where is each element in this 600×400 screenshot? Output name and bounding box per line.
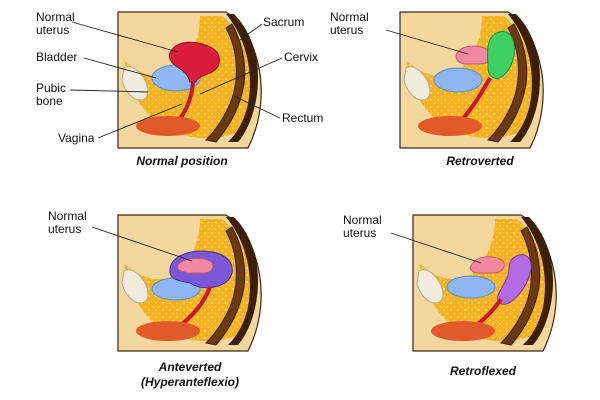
label-sacrum: Sacrum xyxy=(263,15,304,29)
sacrum xyxy=(521,217,553,345)
perineum xyxy=(136,321,200,341)
uterus-retroverted xyxy=(487,31,515,79)
bladder xyxy=(446,275,496,299)
rectum xyxy=(499,226,541,346)
rectum xyxy=(204,226,246,346)
uterus-normal-reference xyxy=(469,256,505,274)
sacrum xyxy=(226,14,258,142)
leader-line xyxy=(91,226,193,262)
uterus xyxy=(168,41,220,83)
pubic-bone xyxy=(121,269,149,304)
label-cervix: Cervix xyxy=(284,50,318,64)
pubic-bone xyxy=(416,269,444,304)
leader-lines xyxy=(69,21,283,139)
caption-retroverted: Retroverted xyxy=(446,154,514,168)
pelvis-illustration xyxy=(117,11,262,149)
rectum xyxy=(486,23,528,143)
pelvis-illustration xyxy=(399,11,544,149)
uterus-normal-reference xyxy=(177,257,214,274)
caption-retroflexed: Retroflexed xyxy=(450,364,517,378)
label-rectum: Rectum xyxy=(282,111,323,125)
leader-line xyxy=(385,29,469,55)
rectum xyxy=(204,23,246,143)
leader-line xyxy=(390,232,482,264)
sacrum xyxy=(226,217,258,345)
label-vagina: Vagina xyxy=(58,131,95,145)
caption-normal-position: Normal position xyxy=(136,154,227,168)
sacrum xyxy=(508,14,540,142)
pubic-bone xyxy=(403,66,431,101)
pelvis-illustration xyxy=(412,214,557,352)
perineum xyxy=(431,321,495,341)
uterus-normal-reference xyxy=(455,45,492,65)
pelvis-illustration xyxy=(117,214,262,352)
bladder xyxy=(433,67,483,93)
caption-anteverted: Anteverted(Hyperanteflexio) xyxy=(141,360,239,389)
perineum xyxy=(418,116,482,136)
label-bladder: Bladder xyxy=(36,50,77,64)
perineum xyxy=(136,116,200,136)
